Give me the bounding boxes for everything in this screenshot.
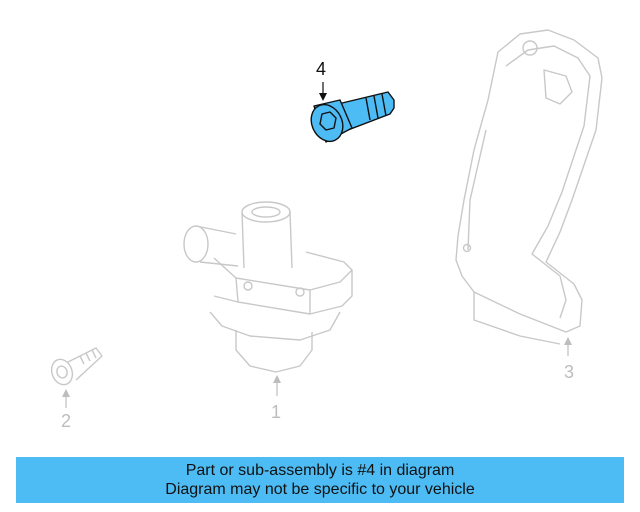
bolt-part-4-highlighted[interactable] [305,91,395,147]
leader-arrow-3 [564,337,572,356]
leader-arrow-1 [273,375,281,396]
banner-line-2: Diagram may not be specific to your vehi… [165,481,475,498]
banner-line-1: Part or sub-assembly is #4 in diagram [185,462,455,479]
bracket-part-3 [455,29,603,345]
callout-label-2: 2 [61,411,72,431]
callout-label-4: 4 [316,59,327,79]
pump-part-1 [183,201,353,373]
callout-label-1: 1 [271,402,282,422]
bolt-part-2 [50,347,103,386]
notice-banner: Part or sub-assembly is #4 in diagram Di… [16,457,624,503]
callout-label-3: 3 [564,362,575,382]
leader-arrow-2 [62,389,70,408]
leader-arrow-4 [319,82,327,101]
